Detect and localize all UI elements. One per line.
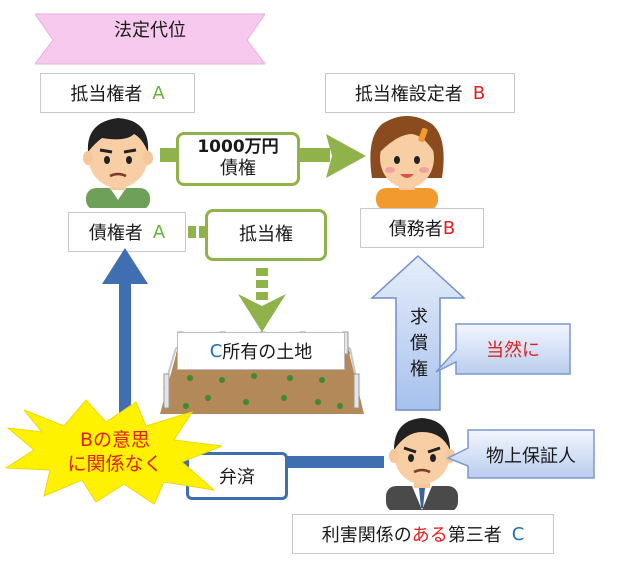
guarantor-label: 物上保証人 xyxy=(486,446,576,467)
creditor-label: 債権者 xyxy=(88,223,143,244)
burst-line2: に関係なく xyxy=(67,453,163,475)
subrogation-up-arrow xyxy=(102,248,148,468)
debt-amount: 1000万円 xyxy=(197,137,279,158)
mortgagor-suffix: B xyxy=(472,82,486,104)
mortgage-box: 抵当権 xyxy=(205,209,327,261)
land-prefix: C xyxy=(209,340,223,362)
third-party-post: 第三者 xyxy=(447,525,502,546)
creditor-suffix: A xyxy=(152,221,166,243)
debtor-box: 債務者 B xyxy=(360,208,484,248)
mortgage-label: 抵当権 xyxy=(239,223,293,245)
creditor-box: 債権者 A xyxy=(68,212,186,252)
naturally-callout xyxy=(435,323,571,375)
mortgagee-suffix: A xyxy=(152,82,165,104)
ribbon-label: 法定代位 xyxy=(114,20,186,41)
mortgagee-label: 抵当権者 xyxy=(70,84,143,105)
debt-box: 1000万円 債権 xyxy=(176,132,300,186)
land-label: 所有の土地 xyxy=(222,342,313,363)
mortgage-dotted-link xyxy=(188,226,207,238)
burst-text: Bの意思 に関係なく xyxy=(40,428,190,476)
mortgagor-label: 抵当権設定者 xyxy=(354,84,463,105)
claim-label: 求償権 xyxy=(410,307,428,380)
mortgage-down-arrow xyxy=(238,268,286,332)
naturally-label: 当然に xyxy=(486,340,540,361)
guarantor-callout xyxy=(446,429,595,479)
debt-arrow xyxy=(160,134,366,178)
land-box: C 所有の土地 xyxy=(177,332,345,370)
ribbon-banner xyxy=(35,13,265,65)
burst-shape xyxy=(4,399,223,505)
debtor-illustration xyxy=(370,116,444,208)
third-party-suffix: C xyxy=(511,523,525,545)
third-party-pre: 利害関係の xyxy=(321,525,412,546)
claim-up-arrow xyxy=(370,254,466,411)
debtor-label: 債務者 xyxy=(388,219,443,240)
third-party-mid: ある xyxy=(411,525,448,546)
mortgagor-box: 抵当権設定者 B xyxy=(325,73,515,113)
creditor-illustration xyxy=(83,118,153,208)
debtor-suffix: B xyxy=(442,217,456,239)
debt-kind: 債権 xyxy=(220,158,256,180)
payment-label: 弁済 xyxy=(219,467,255,488)
burst-line1: Bの意思 xyxy=(79,429,151,451)
mortgagee-box: 抵当権者 A xyxy=(40,73,195,113)
guarantor-illustration xyxy=(386,418,458,510)
third-party-box: 利害関係の ある 第三者 C xyxy=(292,514,554,554)
